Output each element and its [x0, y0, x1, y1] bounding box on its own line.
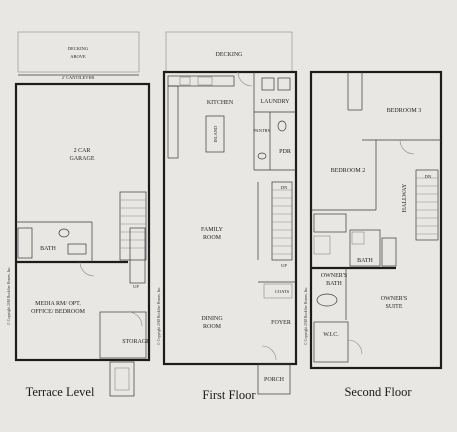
- island-label: ISLAND: [213, 125, 218, 142]
- decking-above-outline: [17, 31, 140, 73]
- kitchen-island: [205, 115, 225, 153]
- first-floor-caption: First Floor: [202, 388, 256, 402]
- range: [179, 76, 191, 86]
- hallway-label: HALLWAY: [402, 183, 408, 212]
- storage-label: STORAGE: [122, 339, 150, 345]
- second-floor-plan: BEDROOM 3 BEDROOM 2 HALLWAY DN BATH OWNE…: [309, 70, 443, 399]
- second-floor-caption: Second Floor: [344, 385, 412, 399]
- second-dn-label: DN: [425, 174, 432, 179]
- porch-outline: [257, 363, 291, 395]
- second-exterior-wall: [309, 70, 443, 370]
- bedroom3-door-swing: [399, 139, 415, 155]
- laundry-label: LAUNDRY: [260, 99, 290, 105]
- bedroom2-label: BEDROOM 2: [331, 168, 366, 174]
- owners-bath-label-1: OWNER'S: [321, 273, 347, 279]
- second-bath-label: BATH: [357, 258, 373, 264]
- terrace-vanity: [67, 243, 87, 255]
- owners-suite-door-swing: [347, 339, 363, 355]
- first-dn-label: DN: [281, 185, 288, 190]
- decking-above-label-1: DECKING: [68, 46, 89, 51]
- sink: [197, 76, 213, 86]
- front-door-swing: [261, 345, 277, 361]
- owners-double-vanity: [313, 213, 347, 233]
- first-up-label: UP: [281, 263, 287, 268]
- copyright-second: © Copyright 2018 Rockfire Homes, Inc.: [303, 287, 309, 345]
- coat-closet: [263, 283, 293, 299]
- pantry-label: PANTRY: [253, 128, 271, 133]
- first-decking-label: DECKING: [216, 52, 244, 58]
- media-door-swing: [79, 261, 95, 277]
- second-stair: [415, 169, 439, 241]
- garage-label-1: 2 CAR: [74, 148, 91, 154]
- porch-label: PORCH: [264, 377, 285, 383]
- pdr-toilet: [277, 120, 287, 132]
- terrace-stair: [119, 191, 147, 261]
- washer: [261, 77, 275, 91]
- first-exterior-wall: [162, 70, 298, 366]
- media-room-label-2: OFFICE/ BEDROOM: [31, 309, 86, 315]
- owners-shower: [313, 235, 331, 255]
- cantilever-label: 2' CANTILEVER: [62, 75, 94, 80]
- terrace-bath-label: BATH: [40, 246, 56, 252]
- family-room-label-2: ROOM: [203, 235, 222, 241]
- storage-room: [99, 311, 147, 359]
- terrace-level-caption: Terrace Level: [26, 385, 95, 399]
- second-bath-sink: [351, 231, 365, 245]
- foyer-label: FOYER: [271, 320, 291, 326]
- garage-label-2: GARAGE: [70, 156, 95, 162]
- deck-door-swing: [237, 71, 253, 87]
- first-floor-plan: DECKING KITCHEN LAUNDRY ISLAND PANTRY PD…: [162, 31, 298, 402]
- coats-label: COATS: [275, 289, 290, 294]
- owners-suite-label-1: OWNER'S: [381, 296, 407, 302]
- media-room-label-1: MEDIA RM/ OPT.: [35, 301, 81, 307]
- terrace-stair-treads: [120, 199, 146, 249]
- family-room-label-1: FAMILY: [201, 227, 224, 233]
- copyright-first: © Copyright 2018 Rockfire Homes, Inc.: [156, 287, 162, 345]
- owners-bath-label-2: BATH: [326, 281, 342, 287]
- dryer: [277, 77, 291, 91]
- storage-door-swing: [127, 311, 143, 327]
- terrace-up-label: UP: [133, 284, 139, 289]
- first-stair-treads: [272, 189, 292, 255]
- owners-tub: [316, 293, 338, 307]
- terrace-tub: [17, 227, 33, 259]
- terrace-toilet: [58, 228, 70, 238]
- second-stair-treads: [416, 177, 438, 235]
- walk-in-closet: [313, 321, 349, 363]
- bedroom3-label: BEDROOM 3: [387, 108, 422, 114]
- pdr-label: PDR: [279, 149, 291, 155]
- second-bath-room: [349, 229, 381, 267]
- terrace-level-plan: DECKING ABOVE 2' CANTILEVER 2 CAR GARAGE…: [14, 31, 150, 399]
- kitchen-side-counter: [167, 85, 179, 159]
- decking-above-label-2: ABOVE: [70, 54, 86, 59]
- linen-closet: [381, 237, 397, 267]
- dining-room-label-1: DINING: [201, 316, 223, 322]
- kitchen-back-counter: [167, 75, 235, 87]
- pdr-sink: [257, 152, 267, 160]
- terrace-stair-lower: [129, 227, 146, 284]
- terrace-entry-inner: [114, 367, 130, 391]
- dining-room-label-2: ROOM: [203, 324, 222, 330]
- owners-suite-label-2: SUITE: [386, 304, 403, 310]
- terrace-entry-well: [109, 361, 135, 397]
- wic-label: W.I.C.: [323, 332, 339, 338]
- first-stair: [271, 181, 293, 261]
- copyright-terrace: © Copyright 2018 Rockfire Homes, Inc.: [6, 267, 12, 325]
- kitchen-label: KITCHEN: [207, 100, 234, 106]
